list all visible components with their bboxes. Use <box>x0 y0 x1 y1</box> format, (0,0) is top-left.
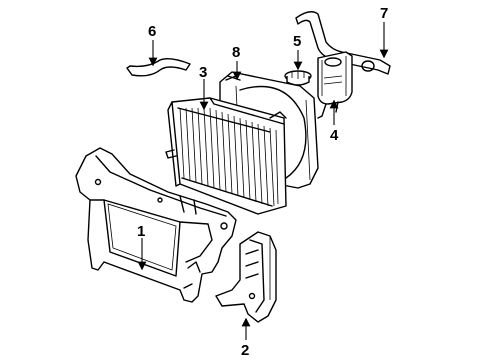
coolant-reservoir <box>317 51 353 119</box>
side-bracket <box>215 231 277 323</box>
callout-5: 5 <box>293 33 301 50</box>
radiator-cap <box>284 70 312 86</box>
radiator <box>165 97 287 215</box>
upper-radiator-hose <box>126 57 191 77</box>
callout-2: 2 <box>241 342 249 359</box>
callout-7: 7 <box>380 5 388 22</box>
callout-4: 4 <box>330 127 339 144</box>
radiator-support <box>75 147 237 303</box>
overflow-hose <box>295 11 391 75</box>
callout-6: 6 <box>148 23 156 40</box>
callout-8: 8 <box>232 44 240 61</box>
callout-3: 3 <box>199 64 207 81</box>
callout-1: 1 <box>137 223 145 240</box>
